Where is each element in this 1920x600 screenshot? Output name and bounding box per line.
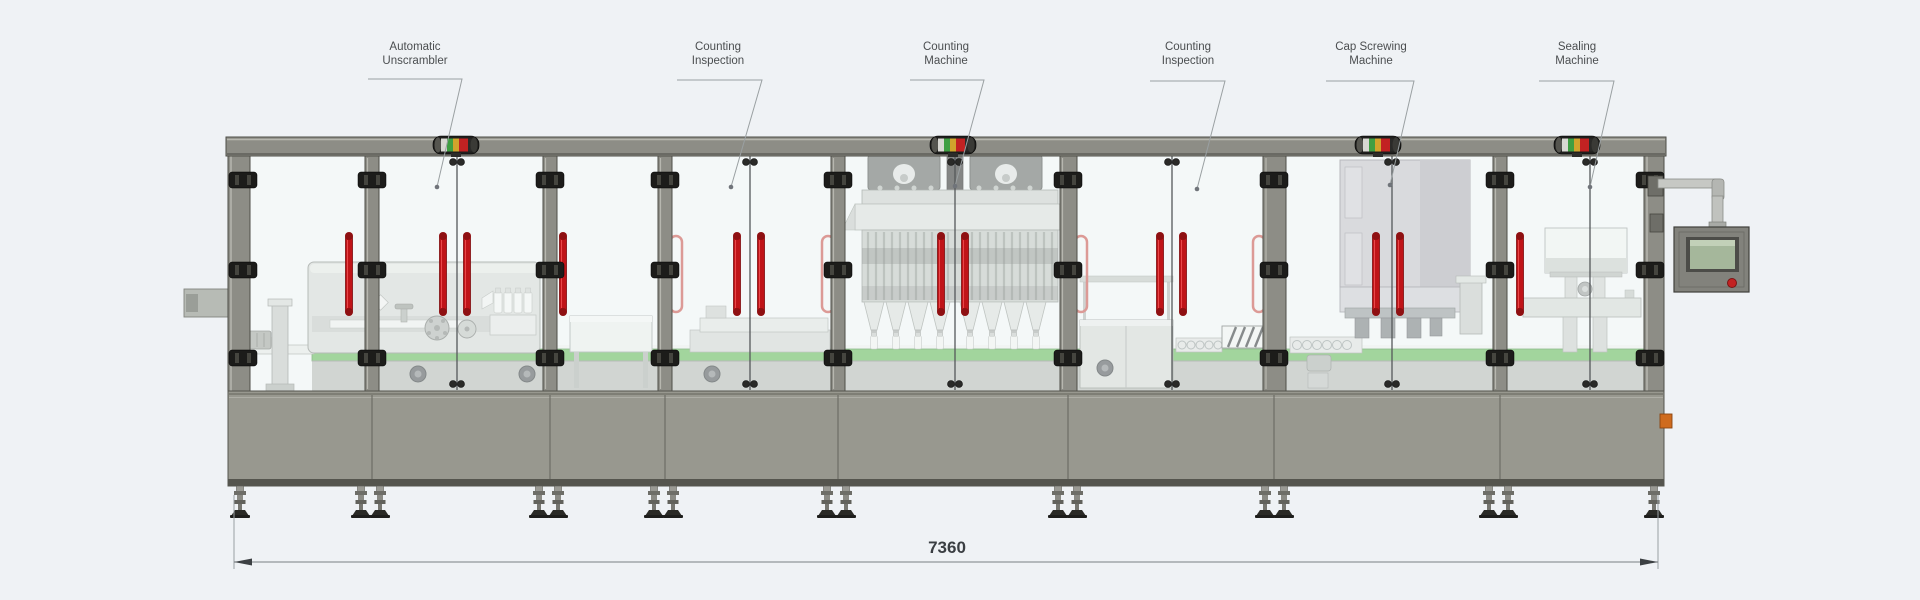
leader-line: [368, 78, 463, 188]
door-handle: [344, 231, 354, 317]
label-counting-machine: Counting Machine: [910, 41, 985, 189]
bay-counting-inspection-1: [569, 305, 831, 388]
door-handle: [1515, 231, 1525, 317]
door-handle: [1371, 231, 1381, 317]
leader-dot: [728, 184, 734, 190]
stud-row: [877, 185, 1033, 191]
label-line-1: Sealing: [1558, 41, 1596, 53]
chute: [481, 290, 494, 310]
door-handle: [732, 231, 742, 317]
label-line-2: Machine: [924, 55, 967, 67]
leader-line: [677, 79, 763, 188]
door-handle: [960, 231, 970, 317]
label-line-1: Counting: [1165, 41, 1211, 53]
leader-dot: [1387, 182, 1393, 188]
label-line-2: Inspection: [1162, 55, 1214, 67]
label-sealing-machine: Sealing Machine: [1539, 41, 1615, 190]
label-line-2: Machine: [1349, 55, 1392, 67]
label-line-1: Cap Screwing: [1335, 41, 1407, 53]
door-handle: [756, 231, 766, 317]
valve-knob: [1659, 413, 1673, 429]
label-line-1: Counting: [923, 41, 969, 53]
stack-light: [929, 135, 977, 158]
label-line-1: Automatic: [389, 41, 440, 53]
stack-light: [1354, 135, 1402, 158]
label-counting-inspection-1: Counting Inspection: [677, 41, 763, 190]
leader-line: [910, 79, 985, 187]
label-counting-inspection-2: Counting Inspection: [1150, 41, 1226, 192]
channel-tray: [861, 229, 1059, 303]
door-handle: [438, 231, 448, 317]
door-handle: [1155, 231, 1165, 317]
stack-light: [1553, 135, 1601, 158]
label-line-2: Machine: [1555, 55, 1598, 67]
leader-dot: [1194, 186, 1200, 192]
hmi-assembly: [1647, 175, 1750, 429]
dimension-arrow-left: [234, 558, 252, 566]
door-handle: [462, 231, 472, 317]
leader-dot: [1587, 184, 1593, 190]
door-handle: [936, 231, 946, 317]
leader-line: [1326, 80, 1415, 186]
striped-guard-block: [1221, 325, 1269, 349]
safety-glass: [250, 156, 1644, 391]
stack-light: [432, 135, 480, 158]
dimension-annotation: 7360: [233, 495, 1659, 569]
machine-labels: Automatic Unscrambler Counting Inspectio…: [368, 41, 1615, 192]
base-skirt: [227, 390, 1665, 487]
label-line-2: Inspection: [692, 55, 744, 67]
machine-interior: [239, 154, 1645, 392]
door-splits: [456, 156, 1591, 390]
door-handle: [1178, 231, 1188, 317]
valve-handwheel: [394, 303, 414, 323]
auger-infeed: [1289, 336, 1363, 354]
hmi-panel: [1673, 226, 1750, 293]
leader-dot: [434, 184, 440, 190]
support-pipe-horizontal: [1657, 178, 1721, 189]
label-line-1: Counting: [695, 41, 741, 53]
bay-sealing-machine: [1522, 227, 1642, 353]
dimension-arrow-right: [1640, 558, 1658, 566]
leader-line: [1150, 80, 1226, 190]
leader-dot: [952, 183, 958, 189]
bay-counting-inspection-2: [1079, 275, 1269, 389]
dimension-value: 7360: [928, 538, 966, 557]
label-cap-screwing-machine: Cap Screwing Machine: [1326, 41, 1415, 188]
leader-line: [1539, 80, 1615, 188]
label-automatic-unscrambler: Automatic Unscrambler: [368, 41, 463, 190]
door-handle: [1395, 231, 1405, 317]
label-line-2: Unscrambler: [382, 55, 447, 67]
emergency-stop-button: [1727, 278, 1737, 288]
